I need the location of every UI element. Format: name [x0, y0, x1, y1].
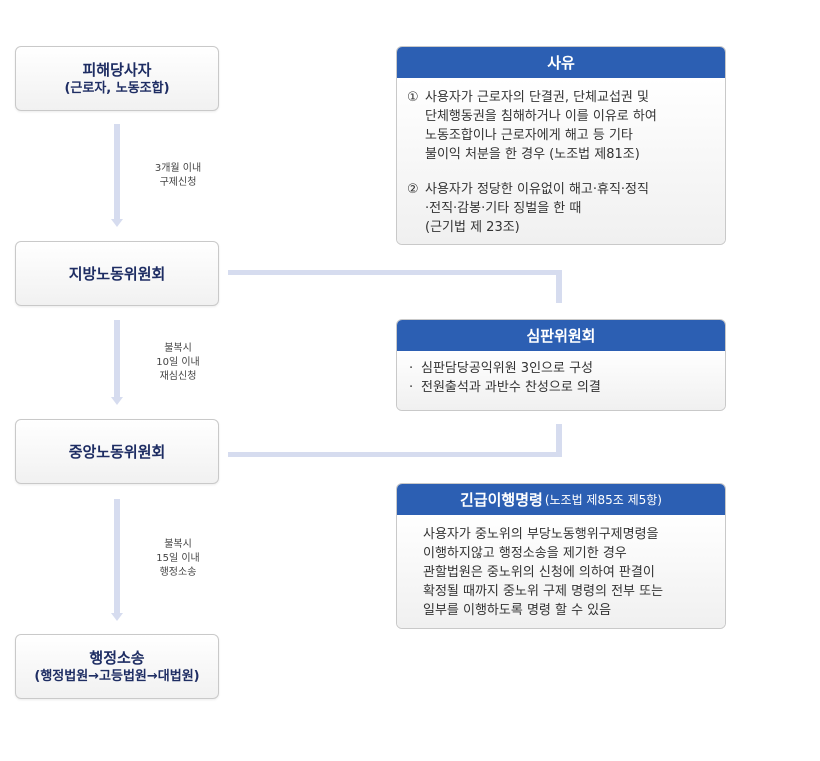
connector-central-horizontal: [228, 452, 562, 457]
arrow-line-3: [114, 499, 120, 614]
emergency-order-panel-header: 긴급이행명령 (노조법 제85조 제5항): [397, 484, 725, 515]
emergency-order-panel-title-note: (노조법 제85조 제5항): [544, 493, 662, 507]
arrow-head-3: [111, 613, 123, 621]
committee-panel-title: 심판위원회: [526, 327, 596, 345]
committee-panel-header: 심판위원회: [397, 320, 725, 351]
arrow-note-2: 불복시 10일 이내 재심신청: [138, 342, 218, 384]
bullet-dot: ·: [409, 380, 414, 395]
arrow-note-2-line: 10일 이내: [156, 357, 200, 368]
arrow-note-3-line: 행정소송: [159, 567, 197, 578]
reason-line: 노동조합이나 근로자에게 해고 등 기타: [425, 128, 633, 143]
connector-regional-vertical: [556, 270, 562, 303]
reason-panel-header: 사유: [397, 47, 725, 78]
committee-panel-body: · 심판담당공익위원 3인으로 구성 · 전원출석과 과반수 찬성으로 의결: [397, 351, 725, 410]
step-regional-commission: 지방노동위원회: [15, 241, 219, 306]
step-central-commission: 중앙노동위원회: [15, 419, 219, 484]
arrow-note-1-line: 3개월 이내: [154, 163, 202, 174]
step-regional-commission-title: 지방노동위원회: [68, 264, 166, 283]
step-victim: 피해당사자 (근로자, 노동조합): [15, 46, 219, 111]
committee-item: · 심판담당공익위원 3인으로 구성: [409, 359, 715, 378]
committee-item-text: 심판담당공익위원 3인으로 구성: [421, 361, 594, 376]
reason-line: (근기법 제 23조): [425, 220, 520, 235]
step-administrative-litigation: 행정소송 (행정법원→고등법원→대법원): [15, 634, 219, 699]
reason-number: ①: [407, 90, 419, 105]
reason-line: 단체행동권을 침해하거나 이를 이유로 하여: [425, 109, 657, 124]
emergency-order-line: 이행하지않고 행정소송을 제기한 경우: [423, 546, 627, 561]
emergency-order-panel-body: 사용자가 중노위의 부당노동행위구제명령을 이행하지않고 행정소송을 제기한 경…: [397, 515, 725, 628]
emergency-order-line: 관할법원은 중노위의 신청에 의하여 판결이: [423, 565, 655, 580]
reason-panel-body: ① 사용자가 근로자의 단결권, 단체교섭권 및 단체행동권을 침해하거나 이를…: [397, 78, 725, 244]
reason-number: ②: [407, 182, 419, 197]
reason-line: 사용자가 정당한 이유없이 해고·휴직·정직: [425, 182, 649, 197]
bullet-dot: ·: [409, 361, 414, 376]
step-victim-subtitle: (근로자, 노동조합): [64, 80, 170, 96]
arrow-note-2-line: 재심신청: [159, 371, 197, 382]
committee-item: · 전원출석과 과반수 찬성으로 의결: [409, 378, 715, 397]
emergency-order-panel: 긴급이행명령 (노조법 제85조 제5항) 사용자가 중노위의 부당노동행위구제…: [396, 483, 726, 629]
emergency-order-line: 일부를 이행하도록 명령 할 수 있음: [423, 603, 612, 618]
reason-panel: 사유 ① 사용자가 근로자의 단결권, 단체교섭권 및 단체행동권을 침해하거나…: [396, 46, 726, 245]
arrow-note-1-line: 구제신청: [159, 177, 197, 188]
arrow-note-1: 3개월 이내 구제신청: [138, 162, 218, 190]
reason-line: 사용자가 근로자의 단결권, 단체교섭권 및: [425, 90, 649, 105]
arrow-note-3-line: 15일 이내: [156, 553, 200, 564]
connector-central-vertical: [556, 424, 562, 457]
emergency-order-panel-title: 긴급이행명령: [460, 491, 543, 509]
step-central-commission-title: 중앙노동위원회: [68, 442, 166, 461]
step-litigation-subtitle: (행정법원→고등법원→대법원): [34, 668, 200, 684]
reason-item: ① 사용자가 근로자의 단결권, 단체교섭권 및 단체행동권을 침해하거나 이를…: [407, 88, 715, 164]
arrow-line-2: [114, 320, 120, 398]
reason-line: ·전직·감봉·기타 징벌을 한 때: [425, 201, 582, 216]
emergency-order-line: 사용자가 중노위의 부당노동행위구제명령을: [423, 527, 659, 542]
arrow-note-2-line: 불복시: [164, 343, 192, 354]
arrow-line-1: [114, 124, 120, 220]
step-victim-title: 피해당사자: [82, 60, 152, 79]
emergency-order-text: 사용자가 중노위의 부당노동행위구제명령을 이행하지않고 행정소송을 제기한 경…: [423, 525, 715, 620]
connector-regional-horizontal: [228, 270, 562, 275]
emergency-order-line: 확정될 때까지 중노위 구제 명령의 전부 또는: [423, 584, 664, 599]
reason-panel-title: 사유: [547, 54, 575, 72]
arrow-note-3: 불복시 15일 이내 행정소송: [138, 538, 218, 580]
committee-panel: 심판위원회 · 심판담당공익위원 3인으로 구성 · 전원출석과 과반수 찬성으…: [396, 319, 726, 411]
reason-item: ② 사용자가 정당한 이유없이 해고·휴직·정직 ·전직·감봉·기타 징벌을 한…: [407, 180, 715, 237]
arrow-head-2: [111, 397, 123, 405]
arrow-note-3-line: 불복시: [164, 539, 192, 550]
reason-text: 사용자가 정당한 이유없이 해고·휴직·정직 ·전직·감봉·기타 징벌을 한 때…: [425, 180, 649, 237]
reason-text: 사용자가 근로자의 단결권, 단체교섭권 및 단체행동권을 침해하거나 이를 이…: [425, 88, 657, 164]
reason-line: 불이익 처분을 한 경우 (노조법 제81조): [425, 147, 640, 162]
arrow-head-1: [111, 219, 123, 227]
step-litigation-title: 행정소송: [89, 648, 145, 667]
committee-item-text: 전원출석과 과반수 찬성으로 의결: [421, 380, 601, 395]
